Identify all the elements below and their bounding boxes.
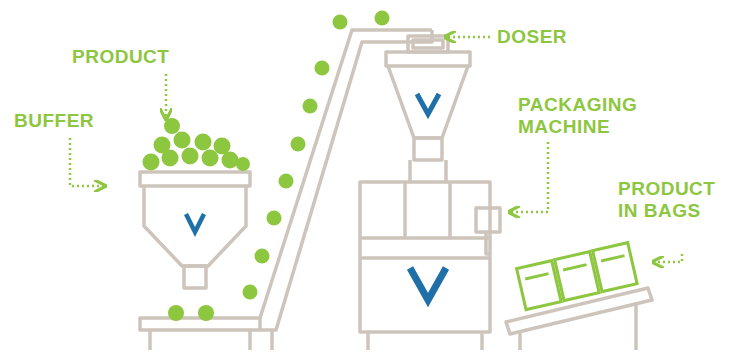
- product-balls: [143, 11, 390, 322]
- v-logo: [186, 94, 446, 300]
- product-in-bags-label: PRODUCT IN BAGS: [618, 178, 730, 222]
- conveyor: [140, 30, 432, 350]
- doser: [386, 36, 470, 160]
- leader-lines: [70, 37, 682, 262]
- product-label: PRODUCT: [72, 46, 169, 68]
- packaging-machine-label: PACKAGING MACHINE: [518, 94, 668, 138]
- doser-label: DOSER: [497, 26, 567, 48]
- buffer-hopper: [140, 172, 250, 288]
- packaging-machine: [360, 160, 500, 350]
- product-bags: [517, 243, 638, 310]
- buffer-label: BUFFER: [14, 110, 94, 132]
